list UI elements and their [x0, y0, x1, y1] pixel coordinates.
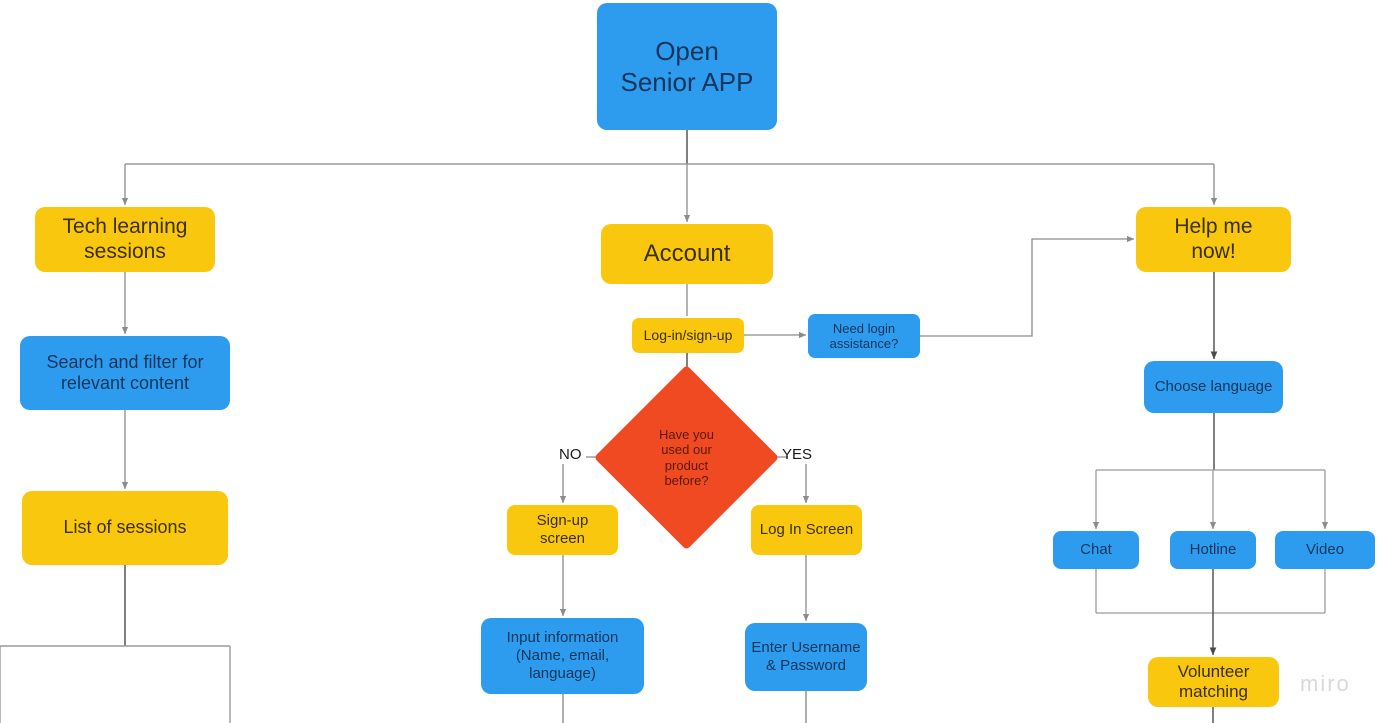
node-choose-language[interactable]: Choose language	[1144, 361, 1283, 413]
node-list-of-sessions[interactable]: List of sessions	[22, 491, 228, 565]
node-chat[interactable]: Chat	[1053, 531, 1139, 569]
node-help-me-now[interactable]: Help me now!	[1136, 207, 1291, 272]
node-label: Log In Screen	[759, 521, 854, 539]
node-label: Account	[643, 239, 731, 267]
edge-need-assistance-to-help	[920, 235, 1135, 337]
node-log-in-sign-up[interactable]: Log-in/sign-up	[632, 318, 744, 353]
node-have-you-used-our-product-before[interactable]: Have you used our product before?	[593, 364, 780, 551]
node-open-senior-app[interactable]: Open Senior APP	[597, 3, 777, 130]
node-label: List of sessions	[63, 517, 187, 538]
node-label: Tech learning sessions	[62, 214, 188, 263]
node-label: Sign-up screen	[536, 512, 589, 547]
node-label: Search and filter for relevant content	[46, 351, 204, 393]
node-sign-up-screen[interactable]: Sign-up screen	[507, 505, 618, 555]
node-label: Input information (Name, email, language…	[506, 629, 619, 682]
node-label: Choose language	[1154, 378, 1273, 396]
node-volunteer-matching[interactable]: Volunteer matching	[1148, 657, 1279, 707]
node-hotline[interactable]: Hotline	[1170, 531, 1256, 569]
node-tech-learning-sessions[interactable]: Tech learning sessions	[35, 207, 215, 272]
node-label: Have you used our product before?	[659, 426, 714, 488]
node-enter-username-password[interactable]: Enter Username & Password	[745, 623, 867, 691]
node-label: Hotline	[1189, 541, 1237, 559]
node-search-and-filter[interactable]: Search and filter for relevant content	[20, 336, 230, 410]
node-video[interactable]: Video	[1275, 531, 1375, 569]
node-label: Help me now!	[1174, 214, 1253, 263]
node-label: Enter Username & Password	[751, 639, 861, 674]
node-log-in-screen[interactable]: Log In Screen	[751, 505, 862, 555]
node-label: Video	[1305, 541, 1345, 559]
edge-label-yes: YES	[782, 446, 813, 463]
node-label: Chat	[1080, 541, 1112, 559]
node-account[interactable]: Account	[601, 224, 773, 284]
node-label: Volunteer matching	[1177, 661, 1250, 701]
node-label: Open Senior APP	[620, 35, 754, 97]
node-need-login-assistance[interactable]: Need login assistance?	[808, 314, 920, 358]
miro-watermark: miro	[1300, 671, 1351, 696]
node-label: Log-in/sign-up	[643, 327, 733, 344]
node-input-information[interactable]: Input information (Name, email, language…	[481, 618, 644, 694]
edge-label-no: NO	[559, 446, 582, 463]
node-label: Need login assistance?	[829, 320, 899, 351]
